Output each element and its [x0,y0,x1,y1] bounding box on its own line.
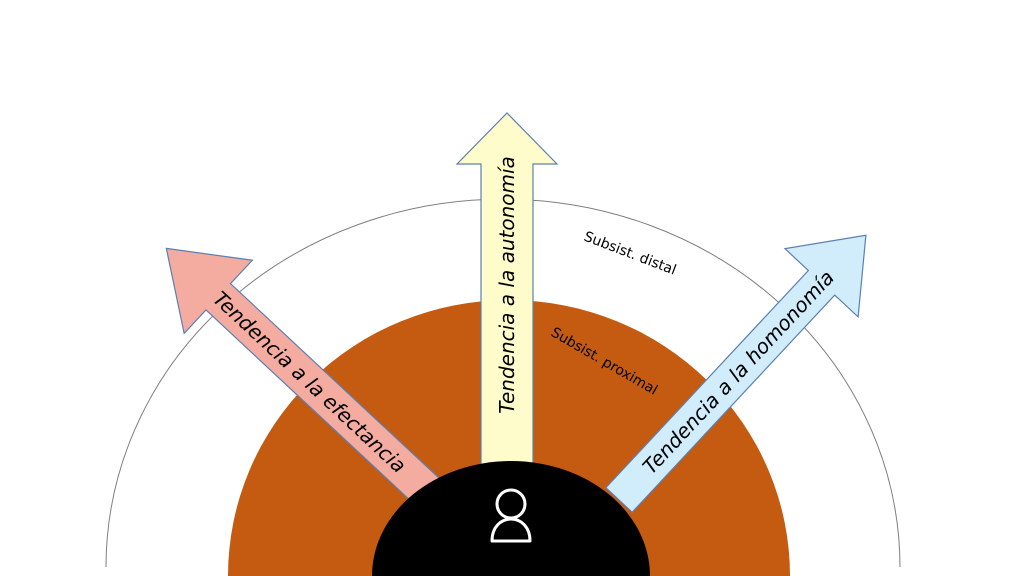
autonomia-label: Tendencia a la autonomía [495,156,519,414]
person-icon [490,488,532,543]
person-body [490,517,532,543]
person-head [495,488,527,520]
distal-subsystem-label: Subsist. distal [582,229,679,279]
autonomia-arrow-shape [455,112,559,471]
autonomia-arrow: Tendencia a la autonomía [455,112,559,471]
homonomia-arrow-shape [604,234,867,514]
efectancia-arrow-shape [165,247,448,513]
